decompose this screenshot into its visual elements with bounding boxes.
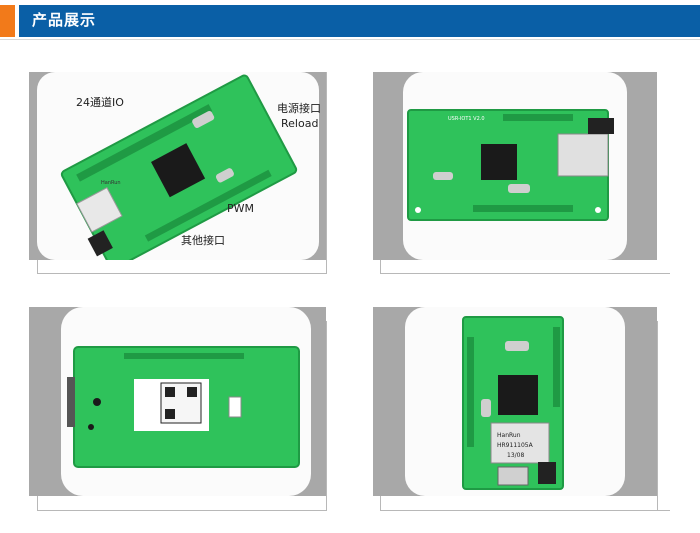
jack-date-text: 13/08 [507, 452, 524, 459]
photo-2-frame-bottom [380, 273, 670, 274]
callout-pwm: PWM [227, 202, 255, 215]
photo-4-frame-left [380, 496, 381, 511]
photo-1-frame-left [37, 260, 38, 274]
photo-3-frame-left [37, 496, 38, 511]
photo-1-frame-bottom [37, 273, 327, 274]
jack-brand-text: HanRun [497, 432, 521, 439]
callout-power: 电源接口 [277, 102, 321, 115]
product-photo-vertical: HanRun HR911105A 13/08 [373, 307, 657, 496]
jack-model-text: HR911105A [497, 442, 534, 449]
product-photo-angled: USR-IOT1 V2.0 [373, 72, 657, 260]
photo-3-frame-right [326, 321, 327, 511]
product-photo-annotated: HanRun 24通道IO 电源接口 Reload PWM 其他接口 [29, 72, 326, 260]
board-silk-text: USR-IOT1 V2.0 [448, 116, 485, 122]
header-divider [0, 39, 700, 40]
photo-1-frame-right [326, 72, 327, 273]
callout-io: 24通道IO [76, 96, 124, 109]
jack-brand-text: HanRun [101, 180, 121, 186]
photo-3-image [29, 307, 326, 496]
photo-2-image: USR-IOT1 V2.0 [373, 72, 657, 260]
section-header: 产品展示 [0, 0, 700, 40]
photo-1-image: HanRun [29, 72, 326, 260]
callout-reload: Reload [281, 117, 319, 130]
photo-3-frame-bottom [37, 510, 327, 511]
section-title: 产品展示 [32, 11, 97, 29]
header-bar [19, 5, 700, 37]
photo-4-frame-bottom [380, 510, 670, 511]
photo-4-image: HanRun HR911105A 13/08 [373, 307, 657, 496]
photo-2-frame-left [380, 260, 381, 274]
header-accent [0, 5, 15, 37]
photo-4-frame-right [657, 321, 658, 511]
product-photo-bottom [29, 307, 326, 496]
callout-other: 其他接口 [181, 234, 225, 247]
